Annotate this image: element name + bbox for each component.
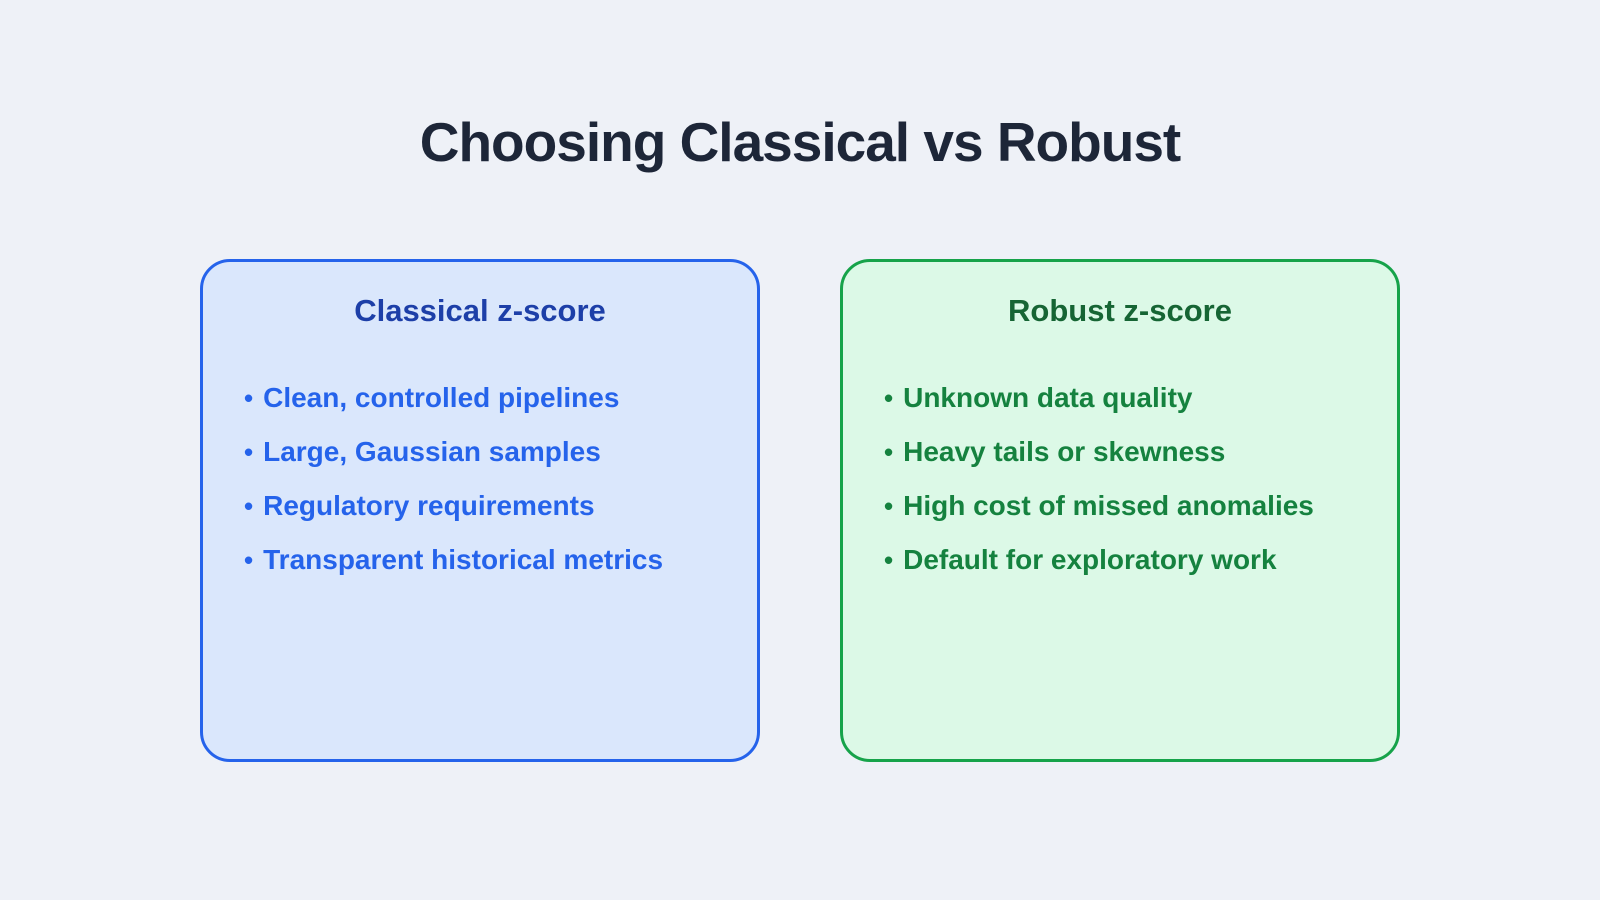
bullet-icon: • — [884, 545, 894, 575]
list-item: • Default for exploratory work — [884, 533, 1377, 587]
panel-classical-heading: Classical z-score — [354, 293, 606, 328]
list-item-text: Unknown data quality — [903, 382, 1193, 413]
page-title: Choosing Classical vs Robust — [419, 111, 1182, 173]
bullet-icon: • — [884, 437, 894, 467]
list-item-text: Default for exploratory work — [903, 544, 1277, 575]
bullet-icon: • — [244, 437, 254, 467]
panel-classical-z-score: Classical z-score • Clean, controlled pip… — [200, 259, 760, 762]
list-item: • High cost of missed anomalies — [884, 479, 1377, 533]
classical-bullet-list: • Clean, controlled pipelines • Large, Gau… — [203, 371, 757, 587]
bullet-icon: • — [244, 383, 254, 413]
panel-robust-z-score: Robust z-score • Unknown data quality • He… — [840, 259, 1400, 762]
bullet-icon: • — [884, 491, 894, 521]
list-item: • Large, Gaussian samples — [244, 425, 737, 479]
list-item: • Unknown data quality — [884, 371, 1377, 425]
bullet-icon: • — [244, 545, 254, 575]
bullet-icon: • — [244, 491, 254, 521]
panel-robust-heading: Robust z-score — [1008, 293, 1232, 328]
list-item: • Transparent historical metrics — [244, 533, 737, 587]
list-item: • Regulatory requirements — [244, 479, 737, 533]
list-item-text: High cost of missed anomalies — [903, 490, 1314, 521]
list-item-text: Regulatory requirements — [263, 490, 595, 521]
list-item-text: Heavy tails or skewness — [903, 436, 1226, 467]
list-item: • Heavy tails or skewness — [884, 425, 1377, 479]
robust-bullet-list: • Unknown data quality • Heavy tails or sk… — [843, 371, 1397, 587]
list-item: • Clean, controlled pipelines — [244, 371, 737, 425]
bullet-icon: • — [884, 383, 894, 413]
list-item-text: Transparent historical metrics — [263, 544, 664, 575]
list-item-text: Clean, controlled pipelines — [263, 382, 620, 413]
list-item-text: Large, Gaussian samples — [263, 436, 601, 467]
